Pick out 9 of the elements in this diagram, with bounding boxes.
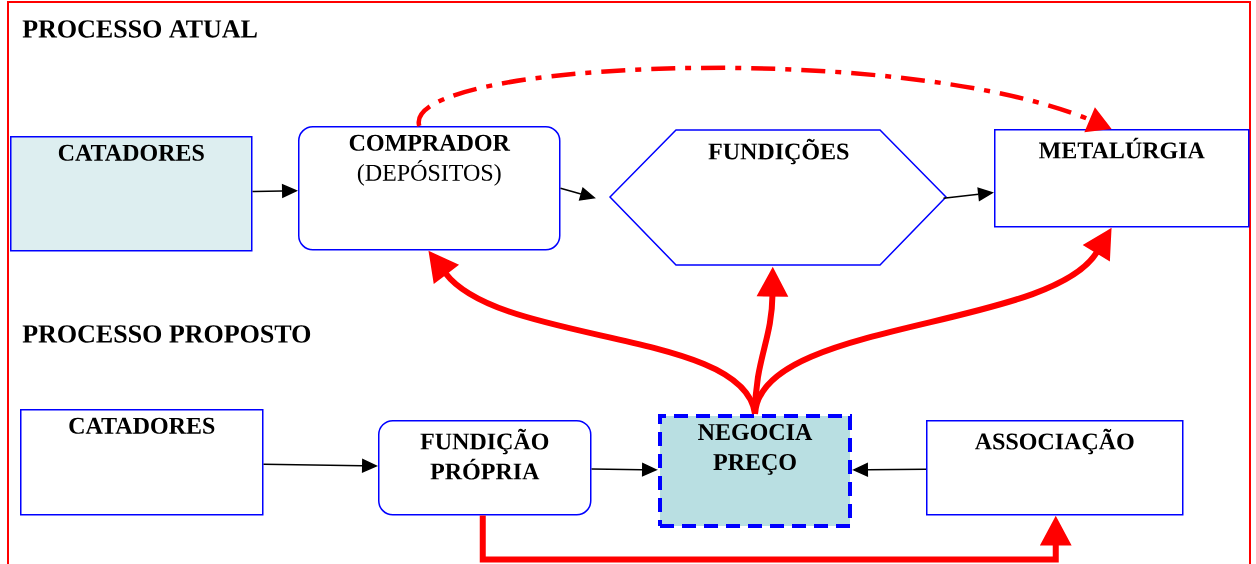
- rounded-box: FUNDIÇÃO PRÓPRIA: [378, 420, 592, 516]
- section-heading: PROCESSO PROPOSTO: [22, 325, 311, 343]
- process-box: CATADORES: [10, 136, 253, 252]
- rounded-box: COMPRADOR (DEPÓSITOS): [298, 126, 561, 251]
- process-box: ASSOCIAÇÃO: [926, 420, 1184, 516]
- process-box: METALÚRGIA: [994, 129, 1250, 228]
- section-heading: PROCESSO ATUAL: [22, 20, 257, 38]
- process-box: NEGOCIA PREÇO: [658, 414, 852, 528]
- process-box: CATADORES: [20, 409, 264, 516]
